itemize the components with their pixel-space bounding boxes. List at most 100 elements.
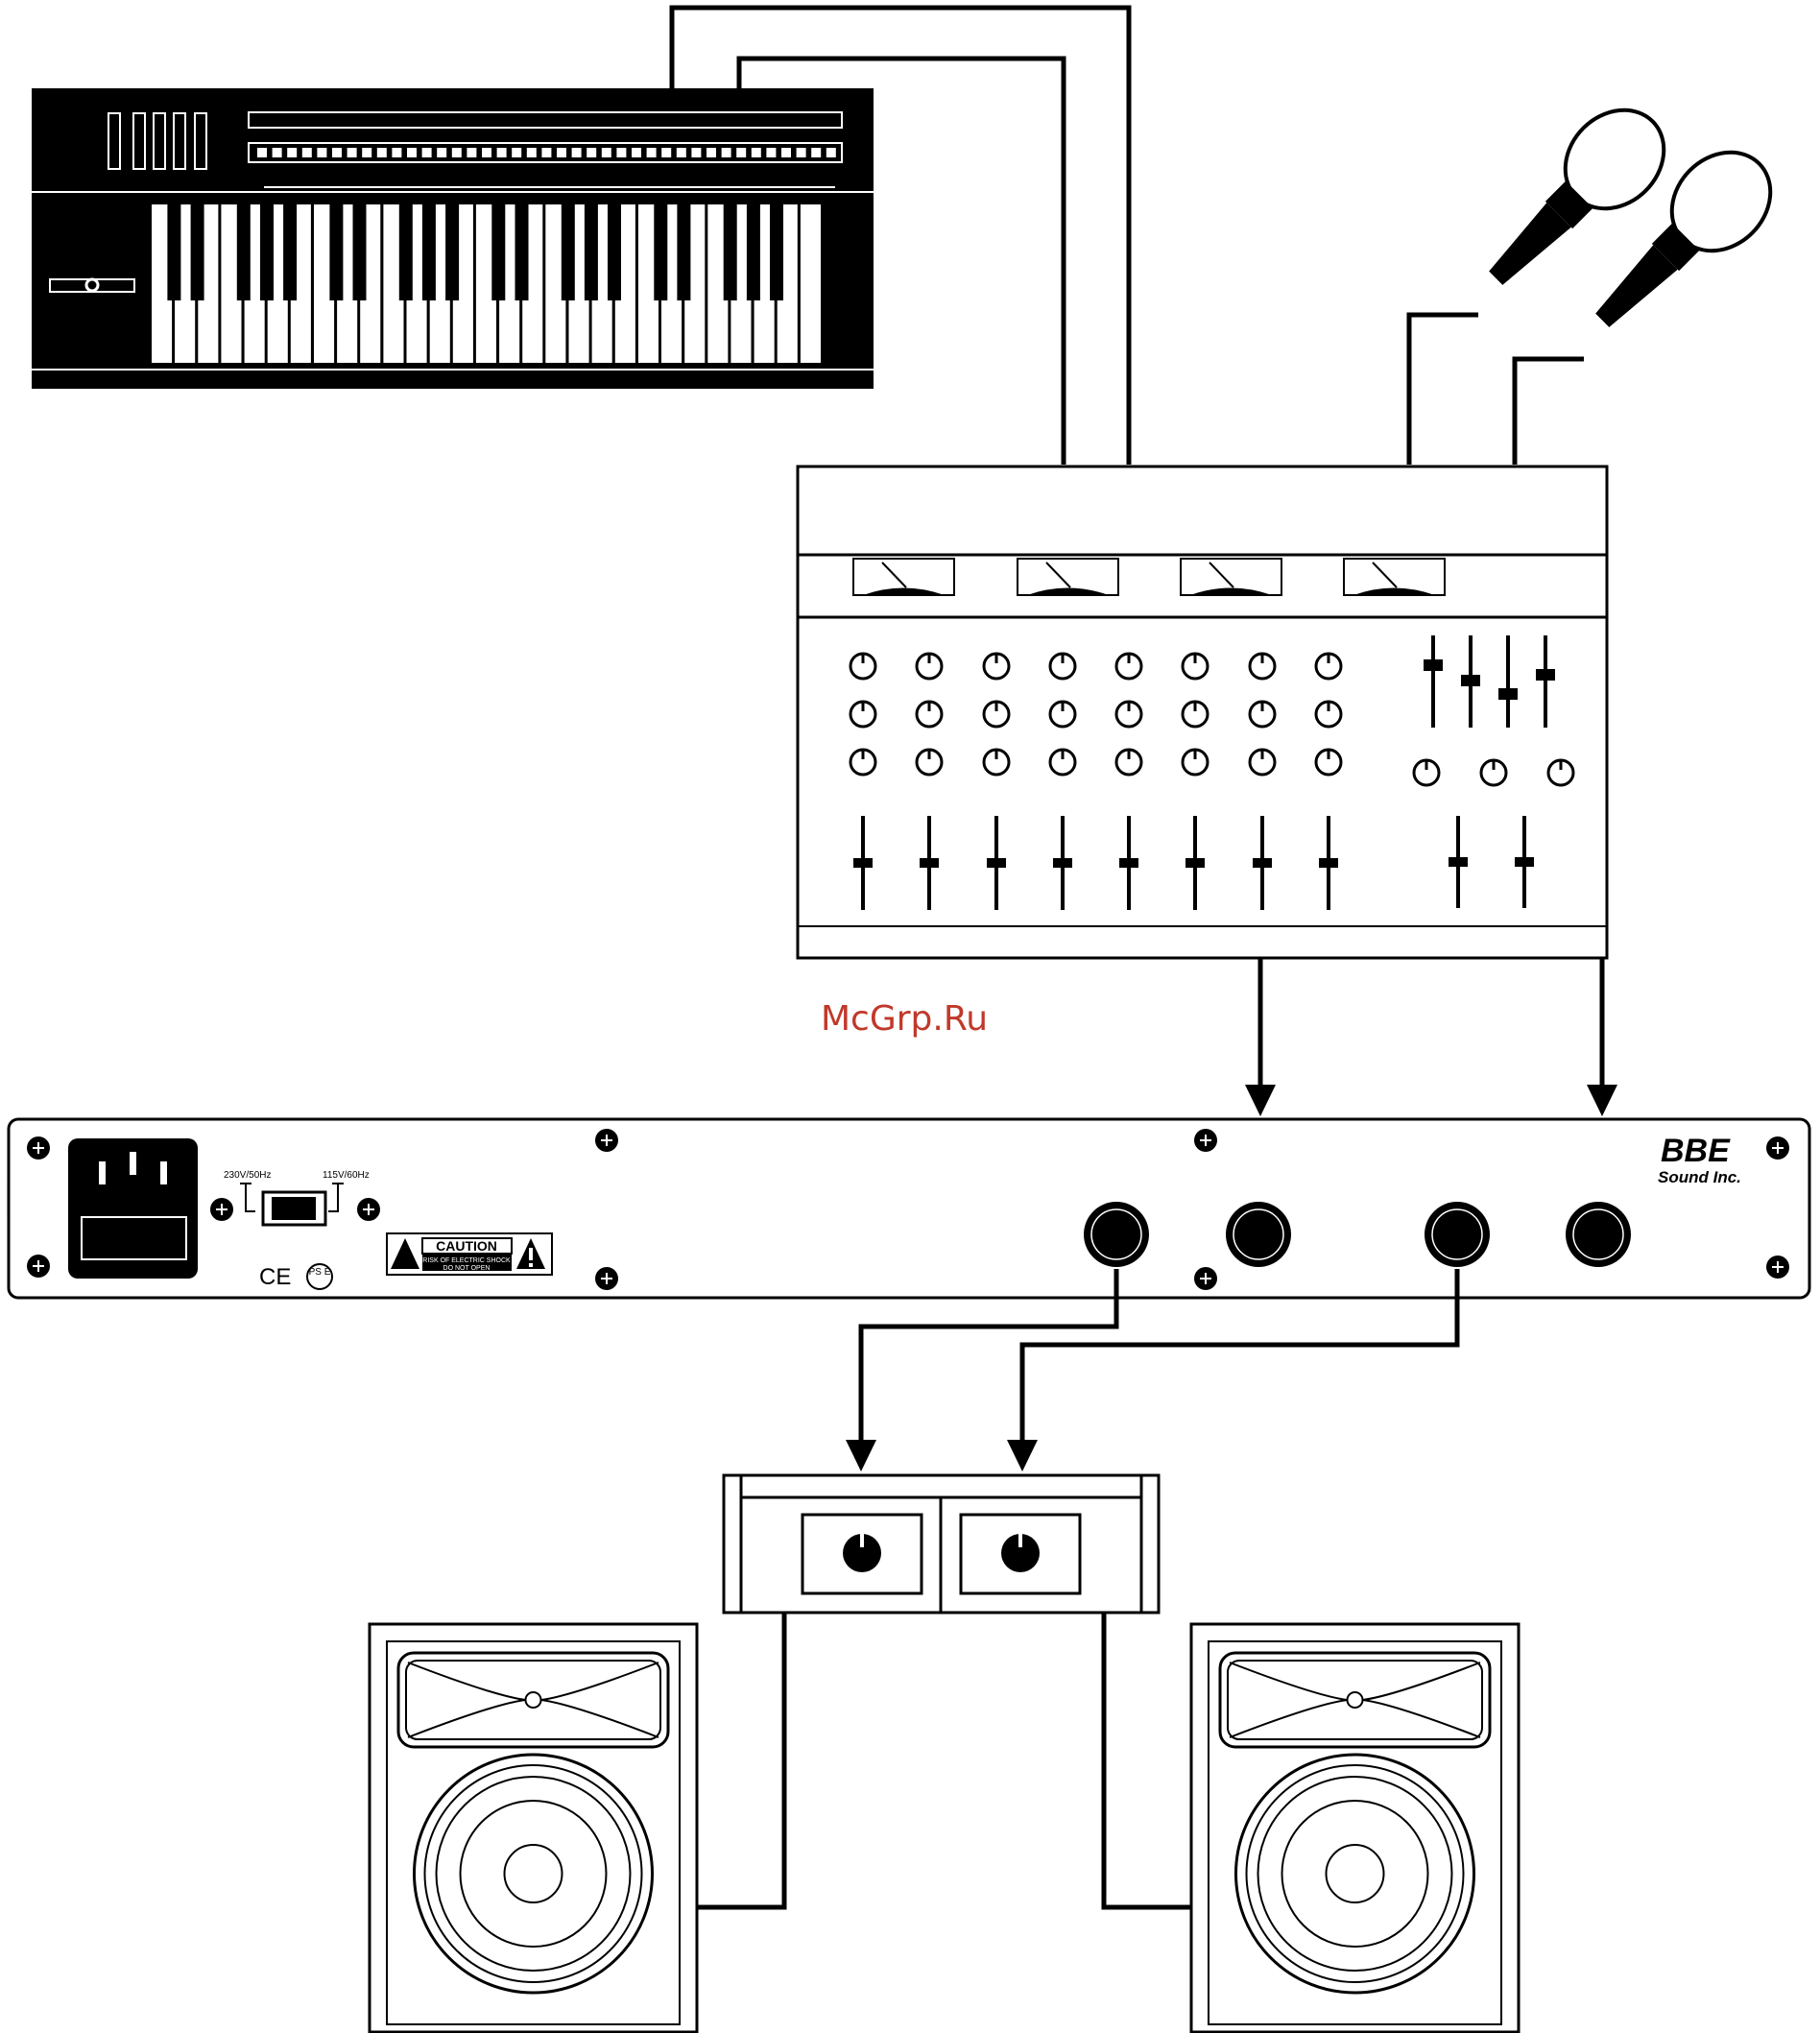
group-fader-cap <box>1498 688 1518 700</box>
keyboard-button <box>362 148 371 157</box>
keyboard-button <box>497 148 507 157</box>
channel-fader-cap <box>1253 858 1272 868</box>
pse-mark: PS E <box>309 1267 331 1278</box>
master-fader-cap <box>1449 857 1468 867</box>
channel-fader-cap <box>1053 858 1072 868</box>
black-key <box>237 204 251 300</box>
arrow-down-icon <box>1587 1085 1617 1116</box>
keyboard-button <box>467 148 476 157</box>
keyboard-keys <box>152 204 821 363</box>
channel-fader-cap <box>1319 858 1338 868</box>
speaker-left <box>370 1624 697 2032</box>
keyboard-button <box>677 148 686 157</box>
group-fader-cap <box>1536 669 1555 681</box>
channel-fader-cap <box>987 858 1006 868</box>
black-key <box>422 204 436 300</box>
audio-jack <box>1084 1202 1149 1267</box>
keyboard-button <box>512 148 521 157</box>
arrow-down-icon <box>846 1440 876 1471</box>
microphone-cables <box>1409 315 1584 465</box>
black-key <box>562 204 575 300</box>
tweeter-driver <box>526 1692 541 1708</box>
voltage-230-label: 230V/50Hz <box>224 1170 271 1181</box>
black-key <box>747 204 760 300</box>
keyboard-button <box>647 148 657 157</box>
caution-line-2: DO NOT OPEN <box>443 1265 491 1272</box>
watermark: McGrp.Ru <box>821 999 988 1039</box>
keyboard-button <box>811 148 821 157</box>
bbe-logo: BBE <box>1661 1133 1731 1169</box>
keyboard-button <box>437 148 446 157</box>
keyboard-button <box>781 148 791 157</box>
black-key <box>445 204 459 300</box>
keyboard-button <box>422 148 432 157</box>
caution-line-1: RISK OF ELECTRIC SHOCK <box>422 1257 511 1264</box>
arrow-down-icon <box>1245 1085 1276 1116</box>
keyboard-button <box>527 148 537 157</box>
keyboard-button <box>452 148 462 157</box>
black-key <box>608 204 621 300</box>
voltage-switch <box>272 1197 316 1220</box>
black-key <box>491 204 505 300</box>
arrow-down-icon <box>1007 1440 1038 1471</box>
keyboard-button <box>587 148 596 157</box>
keyboard-button <box>736 148 746 157</box>
keyboard-button <box>797 148 806 157</box>
group-fader-cap <box>1461 675 1480 686</box>
power-inlet <box>68 1138 198 1279</box>
tweeter-driver <box>1348 1692 1363 1708</box>
black-key <box>585 204 598 300</box>
keyboard-button <box>392 148 401 157</box>
keyboard-button <box>257 148 267 157</box>
bbe-sub-logo: Sound Inc. <box>1658 1168 1741 1186</box>
keyboard-button <box>302 148 312 157</box>
keyboard-button <box>347 148 357 157</box>
white-key <box>801 204 821 363</box>
keyboard-button <box>616 148 626 157</box>
keyboard-button <box>273 148 282 157</box>
master-fader-cap <box>1515 857 1534 867</box>
group-fader-cap <box>1424 659 1443 671</box>
channel-fader-cap <box>853 858 873 868</box>
speaker-right <box>1191 1624 1519 2032</box>
keyboard-button <box>602 148 611 157</box>
black-key <box>329 204 343 300</box>
audio-jack <box>1425 1202 1490 1267</box>
black-key <box>283 204 297 300</box>
keyboard-button <box>482 148 491 157</box>
caution-title: CAUTION <box>436 1238 497 1254</box>
keyboard-button <box>766 148 776 157</box>
keyboard-button <box>722 148 731 157</box>
black-key <box>654 204 667 300</box>
black-key <box>167 204 180 300</box>
black-key <box>260 204 274 300</box>
black-key <box>677 204 690 300</box>
keyboard-button <box>317 148 326 157</box>
keyboard-button <box>557 148 566 157</box>
keyboard-button <box>332 148 342 157</box>
keyboard-button <box>706 148 716 157</box>
channel-fader-cap <box>920 858 939 868</box>
keyboard-button <box>572 148 582 157</box>
black-key <box>399 204 413 300</box>
audio-jack <box>1226 1202 1291 1267</box>
keyboard-button <box>541 148 551 157</box>
keyboard-button <box>632 148 641 157</box>
keyboard-button <box>661 148 671 157</box>
black-key <box>515 204 529 300</box>
processor-output-cables <box>846 1269 1457 1471</box>
bbe-processor: 230V/50Hz 115V/60Hz CE PS E CAUTION RISK… <box>9 1119 1809 1298</box>
channel-fader-cap <box>1119 858 1138 868</box>
keyboard-button <box>407 148 417 157</box>
keyboard-button <box>752 148 761 157</box>
keyboard-button <box>377 148 387 157</box>
audio-jack <box>1566 1202 1631 1267</box>
mixer <box>798 466 1607 958</box>
keyboard-button <box>826 148 836 157</box>
black-key <box>353 204 367 300</box>
voltage-115-label: 115V/60Hz <box>323 1170 370 1181</box>
speakers <box>370 1624 1519 2032</box>
keyboard-button <box>691 148 701 157</box>
power-amplifier <box>724 1475 1159 1613</box>
